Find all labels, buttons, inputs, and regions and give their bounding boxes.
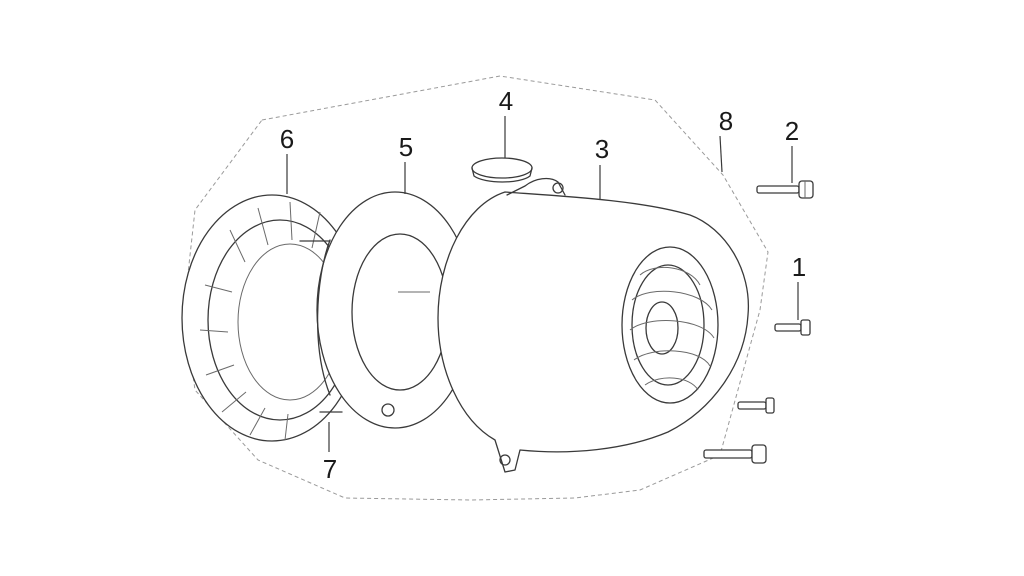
- callout-4: 4: [499, 86, 513, 116]
- callout-6: 6: [280, 124, 294, 154]
- part-2-bolt: [756, 180, 814, 199]
- callout-5: 5: [399, 132, 413, 162]
- part-1-bolt: [774, 319, 811, 336]
- callout-3: 3: [595, 134, 609, 164]
- callout-2: 2: [785, 116, 799, 146]
- loose-bolt: [737, 397, 775, 414]
- loose-bolt: [703, 444, 767, 464]
- callout-1: 1: [792, 252, 806, 282]
- leader-8: [719, 135, 723, 173]
- callout-7: 7: [323, 454, 337, 484]
- part-3-housing: [437, 177, 750, 473]
- part-4-cap: [471, 157, 533, 183]
- callout-8: 8: [719, 106, 733, 136]
